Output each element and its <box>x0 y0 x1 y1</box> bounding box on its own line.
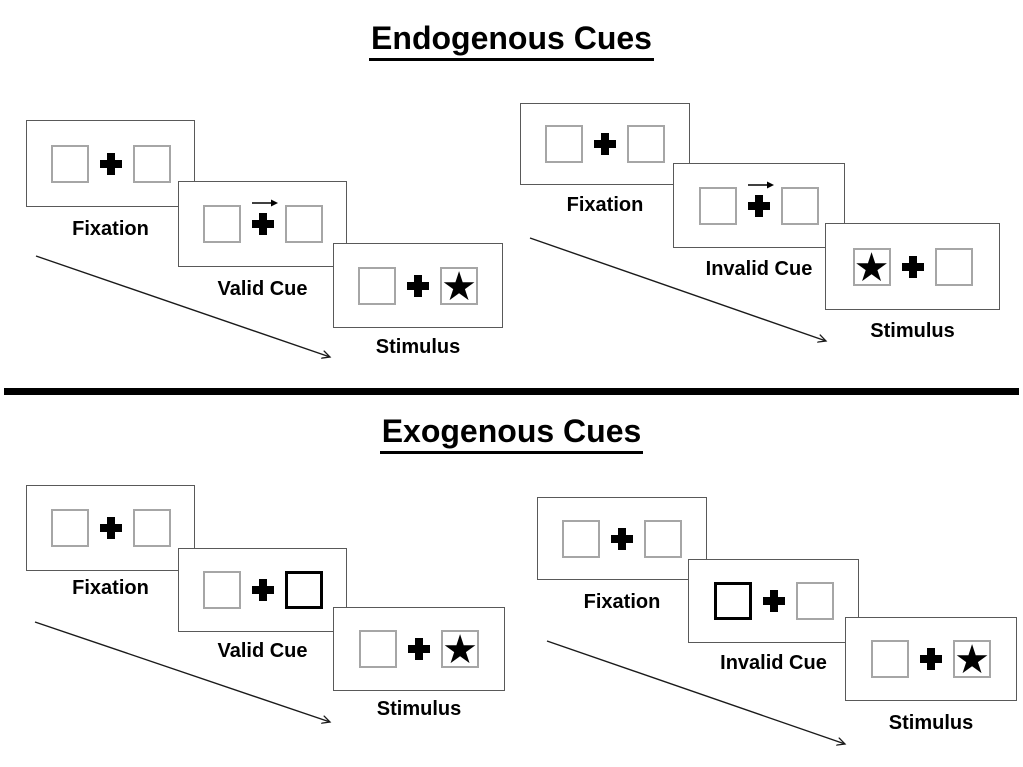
fixation-cross-icon <box>99 152 122 175</box>
fixation-cross-icon <box>251 199 278 235</box>
fixation-cross-icon <box>407 274 429 297</box>
endo-invalid-cue-panel <box>673 163 845 248</box>
fixation-cross-icon <box>408 638 430 660</box>
highlighted-right-box <box>284 571 323 609</box>
endo-valid-stimulus-panel: ★ <box>333 243 503 328</box>
endo-valid-cue-panel <box>178 181 347 267</box>
endogenous-section-header: Endogenous Cues <box>0 20 1023 61</box>
right-box <box>132 144 171 183</box>
panel-label: Valid Cue <box>217 278 308 300</box>
fixation-cross-icon <box>594 133 616 155</box>
right-box: ★ <box>441 627 479 673</box>
left-box <box>202 571 241 609</box>
panel-label: Fixation <box>566 194 644 216</box>
panel-label: Fixation <box>72 577 149 599</box>
right-box: ★ <box>953 637 991 683</box>
endo-invalid-stimulus-panel: ★ <box>825 223 1000 310</box>
left-box <box>358 266 396 305</box>
left-box <box>699 186 737 225</box>
right-box: ★ <box>440 263 478 310</box>
right-box <box>284 205 323 243</box>
left-box <box>545 125 583 163</box>
endo-valid-fixation-panel <box>26 120 195 207</box>
panel-label: Stimulus <box>888 712 974 734</box>
highlighted-left-box <box>713 582 752 620</box>
panel-label: Valid Cue <box>217 640 308 662</box>
panel-label: Stimulus <box>376 698 462 720</box>
left-box <box>359 630 397 668</box>
right-box <box>132 509 171 547</box>
exogenous-section-header: Exogenous Cues <box>0 413 1023 454</box>
fixation-cross-icon <box>748 181 774 217</box>
panel-label: Invalid Cue <box>720 652 827 674</box>
exo-valid-fixation-panel <box>26 485 195 571</box>
left-box <box>50 509 89 547</box>
endo-invalid-fixation-panel <box>520 103 690 185</box>
exo-valid-cue-panel <box>178 548 347 632</box>
left-box <box>562 519 600 558</box>
right-box <box>644 519 682 558</box>
panel-label: Fixation <box>72 218 149 240</box>
panel-label: Fixation <box>583 591 661 613</box>
left-box <box>50 144 89 183</box>
star-icon: ★ <box>853 244 890 291</box>
star-icon: ★ <box>441 263 477 310</box>
right-box <box>781 186 819 225</box>
fixation-cross-icon <box>762 590 785 612</box>
fixation-cross-icon <box>901 255 924 278</box>
exo-invalid-stimulus-panel: ★ <box>845 617 1017 701</box>
exo-valid-time-arrow <box>34 621 330 722</box>
right-arrow-icon <box>748 181 774 188</box>
section-divider <box>4 388 1019 395</box>
exogenous-title: Exogenous Cues <box>379 413 644 454</box>
endo-invalid-time-arrow <box>529 237 826 341</box>
endogenous-title: Endogenous Cues <box>369 20 654 61</box>
left-box <box>202 205 241 243</box>
right-arrow-icon <box>251 199 278 207</box>
endo-valid-time-arrow <box>35 255 330 357</box>
right-box <box>627 125 665 163</box>
star-icon: ★ <box>442 627 478 673</box>
right-box <box>795 582 834 620</box>
fixation-cross-icon <box>99 517 122 539</box>
panel-label: Stimulus <box>870 320 955 342</box>
left-box: ★ <box>852 244 891 291</box>
exo-invalid-cue-panel <box>688 559 859 643</box>
right-box <box>934 247 973 286</box>
exo-invalid-fixation-panel <box>537 497 707 580</box>
fixation-cross-icon <box>611 527 633 550</box>
fixation-cross-icon <box>251 579 274 601</box>
left-box <box>871 640 909 678</box>
fixation-cross-icon <box>920 648 942 670</box>
star-icon: ★ <box>954 637 990 683</box>
exo-valid-stimulus-panel: ★ <box>333 607 505 691</box>
panel-label: Invalid Cue <box>705 258 813 280</box>
panel-label: Stimulus <box>375 336 461 358</box>
